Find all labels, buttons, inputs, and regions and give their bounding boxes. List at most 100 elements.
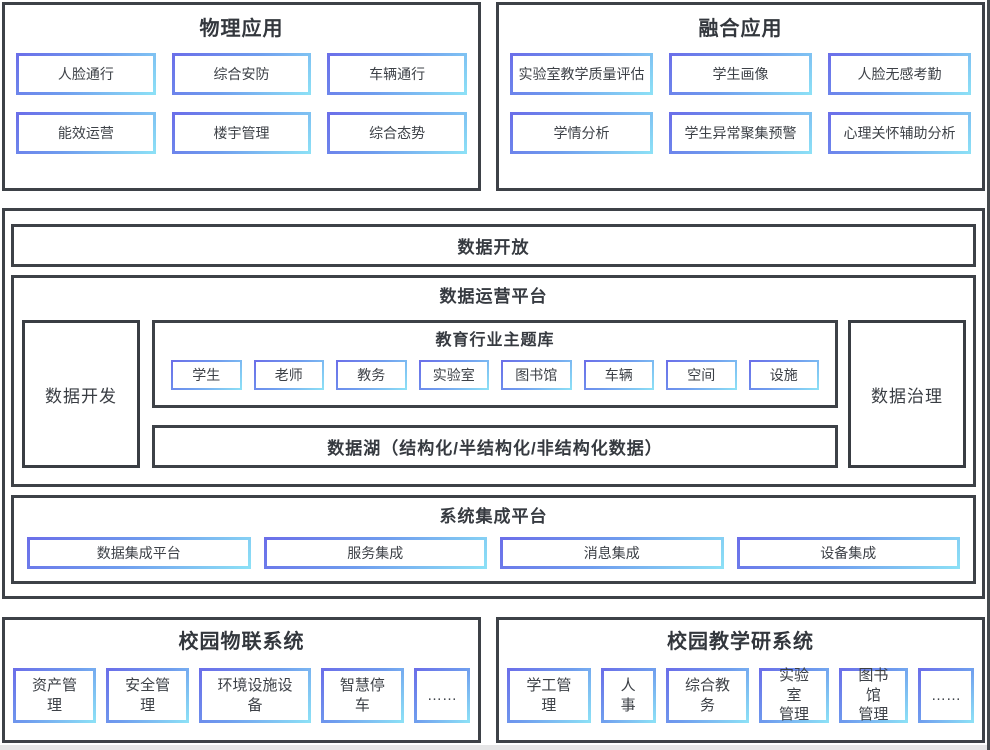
- data-open-bar: 数据开放: [11, 224, 976, 267]
- system-integration-platform: 系统集成平台 数据集成平台 服务集成 消息集成 设备集成: [11, 495, 976, 584]
- fusion-app-item: 学生画像: [669, 53, 812, 95]
- teaching-item-label: 人事: [620, 677, 636, 714]
- teaching-item: 人事: [600, 668, 656, 723]
- physical-app-item-label: 人脸通行: [57, 65, 114, 82]
- theme-item-label: 实验室: [432, 366, 475, 383]
- fusion-app-item: 实验室教学质量评估: [510, 53, 653, 95]
- data-lake-label: 数据湖（结构化/半结构化/非结构化数据）: [327, 439, 663, 458]
- iot-item-label: 环境设施设备: [217, 677, 293, 714]
- iot-item-label: ……: [426, 686, 457, 704]
- integration-item: 服务集成: [263, 537, 487, 569]
- integration-item: 消息集成: [500, 537, 724, 569]
- teaching-item: 实验室 管理: [759, 667, 829, 724]
- physical-app-item: 人脸通行: [16, 53, 156, 95]
- physical-app-item-label: 综合安防: [213, 65, 270, 82]
- screenshot-right-edge: [987, 0, 990, 750]
- data-open-label: 数据开放: [457, 238, 530, 257]
- teaching-item: 综合教务: [665, 668, 750, 723]
- iot-item: ……: [413, 668, 470, 723]
- physical-app-item: 能效运营: [16, 112, 156, 154]
- data-lake-bar: 数据湖（结构化/半结构化/非结构化数据）: [152, 425, 838, 468]
- theme-item: 空间: [666, 360, 737, 390]
- fusion-app-item: 人脸无感考勤: [828, 53, 971, 95]
- theme-item: 实验室: [418, 360, 489, 390]
- iot-row: 资产管理 安全管理 环境设施设备 智慧停车 ……: [13, 668, 470, 723]
- physical-app-item-label: 综合态势: [369, 124, 426, 141]
- fusion-app-item: 学情分析: [510, 112, 653, 154]
- theme-item-label: 老师: [274, 366, 303, 383]
- theme-item: 车辆: [583, 360, 654, 390]
- teaching-item-label: 实验室 管理: [779, 667, 810, 724]
- theme-item-label: 教务: [357, 366, 386, 383]
- teaching-item-label: ……: [931, 686, 961, 704]
- teaching-item-label: 图书馆 管理: [858, 667, 889, 724]
- data-operation-title: 数据运营平台: [439, 287, 548, 306]
- integration-row: 数据集成平台 服务集成 消息集成 设备集成: [27, 537, 960, 569]
- theme-item-label: 设施: [769, 366, 798, 383]
- theme-item-label: 学生: [192, 366, 221, 383]
- iot-item: 环境设施设备: [199, 668, 311, 723]
- data-governance-label: 数据治理: [871, 386, 943, 406]
- theme-item: 设施: [748, 360, 819, 390]
- screenshot-bottom-edge: [0, 745, 987, 750]
- integration-item-label: 服务集成: [347, 544, 404, 561]
- data-governance-box: 数据治理: [848, 320, 966, 468]
- physical-app-item-label: 车辆通行: [369, 65, 426, 82]
- physical-grid: 人脸通行 综合安防 车辆通行 能效运营 楼宇管理 综合态势: [16, 53, 467, 154]
- fusion-title: 融合应用: [698, 18, 783, 40]
- theme-item-label: 图书馆: [515, 366, 558, 383]
- section-campus-teaching: 校园教学研系统 学工管理 人事 综合教务 实验室 管理 图书馆 管理 ……: [496, 617, 985, 743]
- physical-app-item: 楼宇管理: [171, 112, 312, 154]
- section-fusion-apps: 融合应用 实验室教学质量评估 学生画像 人脸无感考勤 学情分析 学生异常聚集预警…: [496, 2, 985, 191]
- teaching-item: 图书馆 管理: [838, 667, 908, 724]
- fusion-app-item-label: 心理关怀辅助分析: [843, 124, 956, 141]
- fusion-app-item-label: 实验室教学质量评估: [518, 65, 645, 82]
- physical-app-item: 车辆通行: [327, 53, 467, 95]
- physical-app-item: 综合安防: [171, 53, 312, 95]
- teaching-item: ……: [918, 668, 974, 723]
- theme-item-label: 空间: [687, 366, 716, 383]
- theme-item: 教务: [336, 360, 407, 390]
- theme-item: 学生: [171, 360, 242, 390]
- iot-item-label: 资产管理: [32, 677, 78, 714]
- fusion-app-item: 心理关怀辅助分析: [828, 112, 971, 154]
- teaching-item: 学工管理: [507, 668, 591, 723]
- data-dev-box: 数据开发: [22, 320, 140, 468]
- fusion-app-item-label: 学情分析: [553, 124, 610, 141]
- physical-app-item-label: 能效运营: [57, 124, 114, 141]
- theme-library-title: 教育行业主题库: [435, 332, 555, 349]
- teaching-item-label: 学工管理: [526, 677, 572, 714]
- fusion-app-item-label: 学生画像: [712, 65, 769, 82]
- iot-item-label: 智慧停车: [339, 677, 385, 714]
- physical-app-item-label: 楼宇管理: [213, 124, 270, 141]
- theme-item: 图书馆: [501, 360, 572, 390]
- data-operation-platform: 数据运营平台 数据开发 教育行业主题库 学生 老师 教务 实验室 图书馆 车辆 …: [11, 275, 976, 487]
- system-integration-title: 系统集成平台: [439, 507, 548, 526]
- fusion-grid: 实验室教学质量评估 学生画像 人脸无感考勤 学情分析 学生异常聚集预警 心理关怀…: [510, 53, 971, 154]
- integration-item: 设备集成: [736, 537, 960, 569]
- iot-item-label: 安全管理: [125, 677, 171, 714]
- fusion-app-item-label: 学生异常聚集预警: [684, 124, 797, 141]
- theme-item: 老师: [253, 360, 324, 390]
- integration-item-label: 数据集成平台: [96, 544, 181, 561]
- data-dev-label: 数据开发: [45, 386, 117, 406]
- section-campus-iot: 校园物联系统 资产管理 安全管理 环境设施设备 智慧停车 ……: [2, 617, 481, 743]
- theme-item-label: 车辆: [604, 366, 633, 383]
- fusion-app-item: 学生异常聚集预警: [669, 112, 812, 154]
- teaching-item-label: 综合教务: [684, 677, 730, 714]
- physical-title: 物理应用: [199, 18, 284, 40]
- iot-item: 资产管理: [13, 668, 97, 723]
- theme-row: 学生 老师 教务 实验室 图书馆 车辆 空间 设施: [171, 360, 819, 390]
- integration-item: 数据集成平台: [27, 537, 251, 569]
- iot-item: 安全管理: [106, 668, 190, 723]
- section-data-layer: 数据开放 数据运营平台 数据开发 教育行业主题库 学生 老师 教务 实验室 图书…: [2, 208, 985, 599]
- iot-title: 校园物联系统: [178, 631, 305, 653]
- fusion-app-item-label: 人脸无感考勤: [857, 65, 942, 82]
- theme-library-box: 教育行业主题库 学生 老师 教务 实验室 图书馆 车辆 空间 设施: [152, 320, 838, 408]
- section-physical-apps: 物理应用 人脸通行 综合安防 车辆通行 能效运营 楼宇管理 综合态势: [2, 2, 481, 191]
- physical-app-item: 综合态势: [327, 112, 467, 154]
- teaching-row: 学工管理 人事 综合教务 实验室 管理 图书馆 管理 ……: [507, 667, 974, 724]
- integration-item-label: 设备集成: [820, 544, 877, 561]
- teaching-title: 校园教学研系统: [667, 631, 814, 653]
